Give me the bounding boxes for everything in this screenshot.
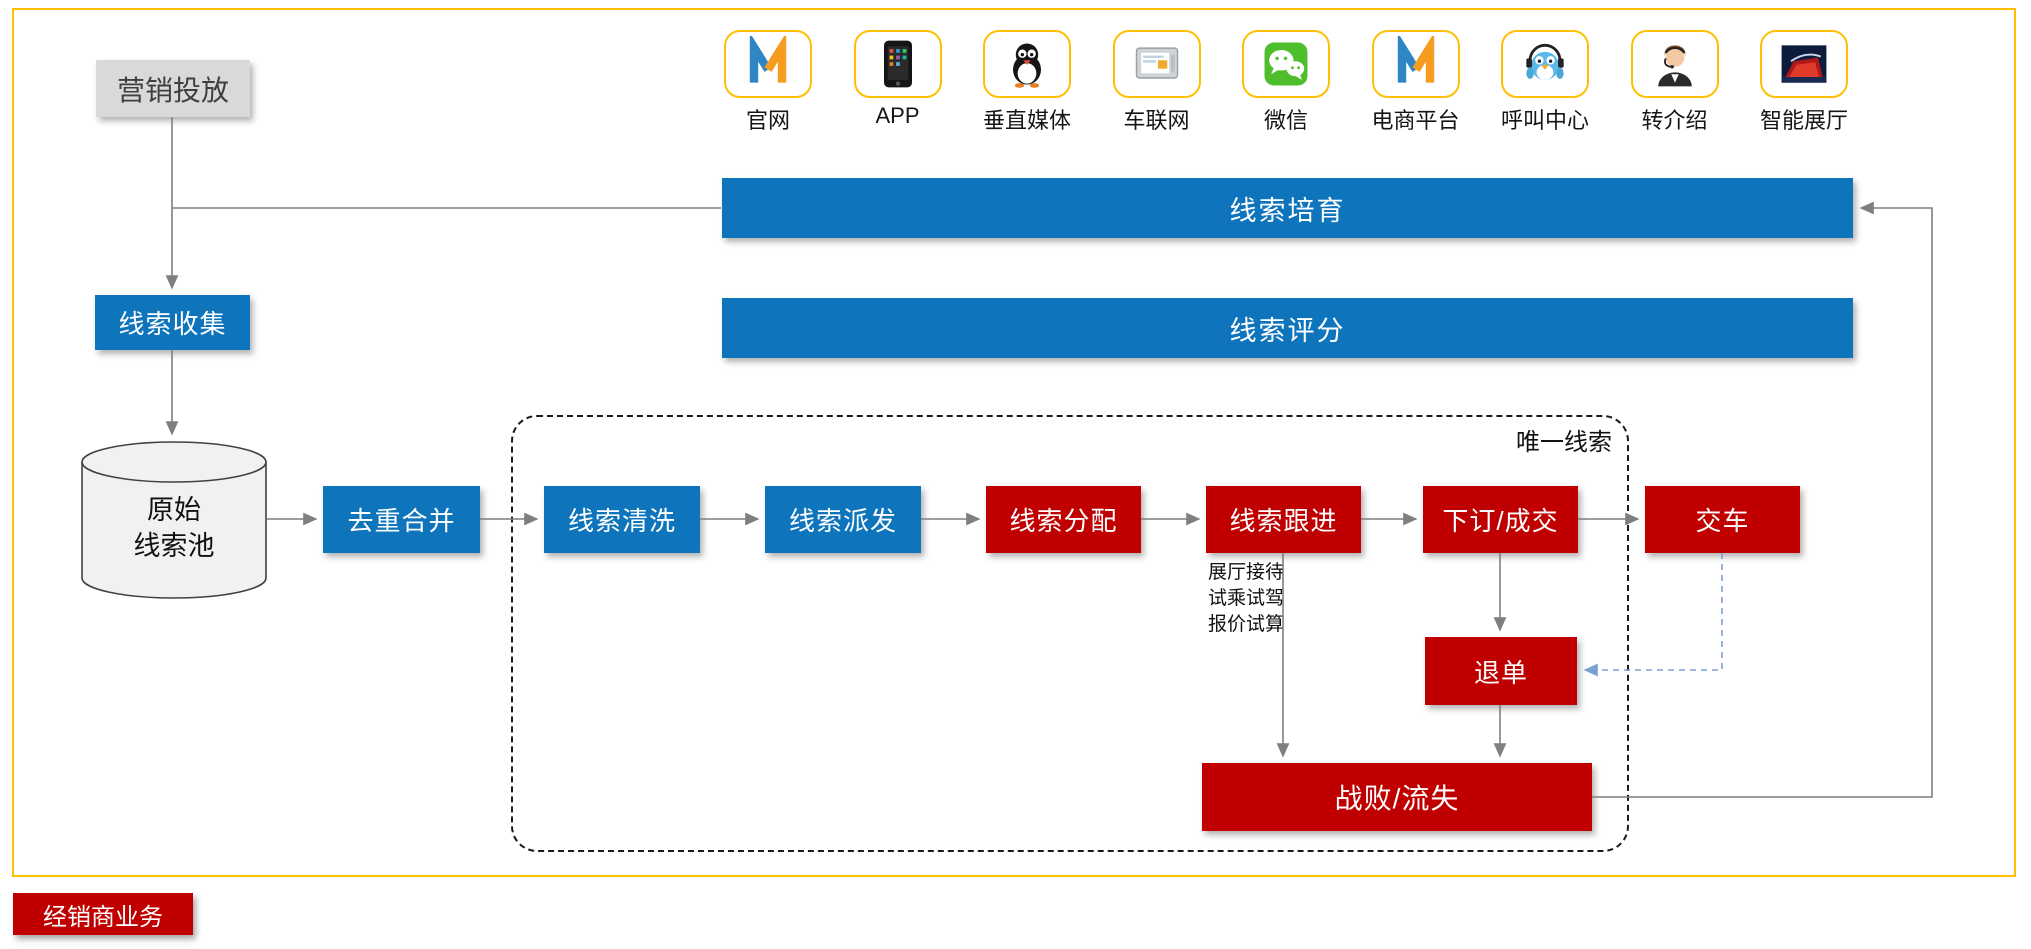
lost-box: 战败/流失	[1202, 763, 1592, 831]
raw-lead-pool-label: 原始 线索池	[133, 495, 215, 561]
channel-smart-showroom: 智能展厅	[1748, 30, 1860, 135]
channel-vertical-media: 垂直媒体	[971, 30, 1083, 135]
channel-label: 呼叫中心	[1500, 108, 1589, 133]
note-test-drive: 试乘试驾	[1208, 588, 1285, 609]
channel-call-center: 呼叫中心	[1489, 30, 1601, 135]
channel-row: 官网 APP	[712, 30, 1860, 138]
showroom-icon	[1760, 30, 1848, 98]
channel-official-site: 官网	[712, 30, 824, 135]
return-order-box: 退单	[1425, 637, 1577, 705]
channel-wechat: 微信	[1230, 30, 1342, 135]
note-showroom-reception: 展厅接待	[1208, 562, 1285, 583]
tablet-icon	[853, 30, 942, 98]
channel-label: 垂直媒体	[982, 108, 1071, 133]
channel-referral: 转介绍	[1619, 30, 1731, 135]
marketing-box: 营销投放	[96, 60, 250, 117]
channel-telematics: 车联网	[1101, 30, 1213, 135]
raw-lead-pool-cylinder	[80, 440, 268, 600]
agent-headset-icon	[1630, 30, 1719, 98]
score-bar: 线索评分	[722, 298, 1853, 358]
m-logo-icon	[1371, 30, 1460, 98]
channel-label: APP	[875, 103, 920, 128]
unique-lead-label: 唯一线索	[1516, 429, 1612, 456]
dealer-business-tag: 经销商业务	[13, 893, 193, 935]
step-lead-dispatch: 线索派发	[765, 486, 921, 553]
followup-notes: 展厅接待 试乘试驾 报价试算	[1208, 560, 1358, 638]
channel-label: 智能展厅	[1759, 108, 1848, 133]
step-delivery: 交车	[1645, 486, 1800, 553]
step-dedupe-merge: 去重合并	[323, 486, 480, 553]
lead-collect-box: 线索收集	[95, 295, 250, 350]
channel-app: APP	[842, 30, 954, 129]
step-order-deal: 下订/成交	[1423, 486, 1578, 553]
channel-label: 微信	[1263, 108, 1308, 133]
step-lead-followup: 线索跟进	[1206, 486, 1361, 553]
channel-label: 官网	[745, 108, 790, 133]
channel-label: 电商平台	[1371, 108, 1460, 133]
channel-ecommerce: 电商平台	[1360, 30, 1472, 135]
channel-label: 车联网	[1123, 108, 1190, 133]
nurture-bar: 线索培育	[722, 178, 1853, 238]
penguin-icon	[983, 30, 1071, 98]
bird-headset-icon	[1501, 30, 1589, 98]
note-quote-trial: 报价试算	[1208, 614, 1285, 635]
m-logo-icon	[724, 30, 812, 98]
step-lead-assign: 线索分配	[986, 486, 1141, 553]
outer-frame	[12, 8, 2016, 877]
wechat-icon	[1242, 30, 1330, 98]
step-lead-cleaning: 线索清洗	[544, 486, 700, 553]
channel-label: 转介绍	[1641, 108, 1708, 133]
car-device-icon	[1112, 30, 1201, 98]
